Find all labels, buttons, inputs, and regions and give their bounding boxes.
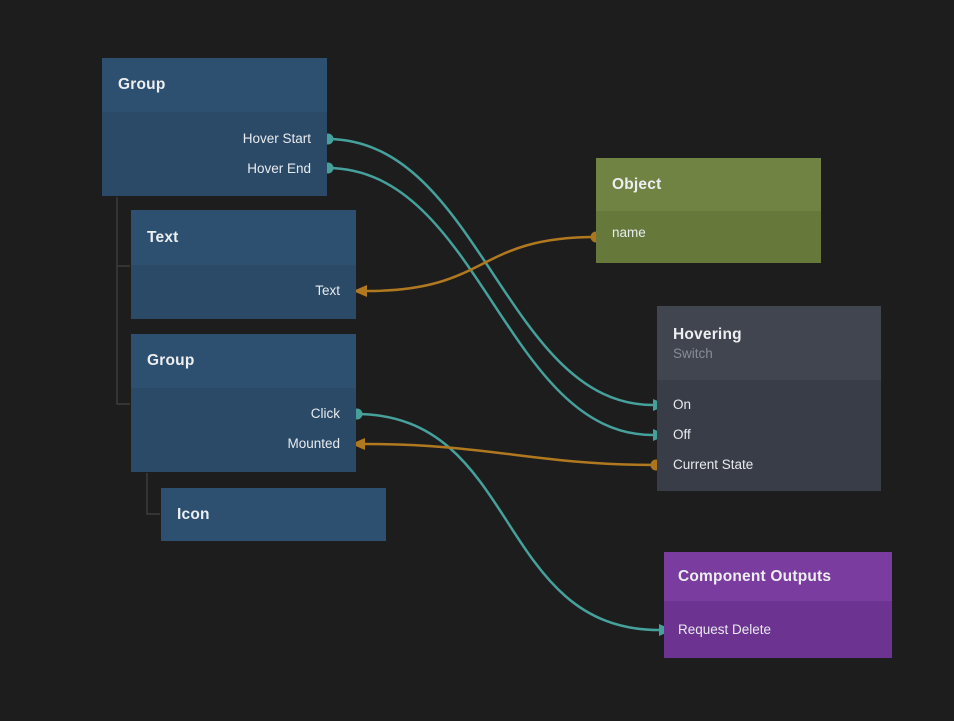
node-object[interactable]: Object name [596,158,821,263]
hierarchy-line-grouptop-groupmid [116,197,130,405]
node-text-body: Text [131,265,356,319]
port-row-current-state[interactable]: Current State [673,457,754,472]
node-group-mid-body: Click Mounted [131,388,356,472]
node-icon-header[interactable]: Icon [161,488,386,541]
node-icon[interactable]: Icon [161,488,386,541]
node-group-top-body: Hover Start Hover End [102,112,327,196]
port-row-hover-end[interactable]: Hover End [247,161,311,176]
node-group-mid[interactable]: Group Click Mounted [131,334,356,472]
hierarchy-line-groupmid-icon [146,473,160,515]
node-group-mid-header[interactable]: Group [131,334,356,388]
node-component-outputs[interactable]: Component Outputs Request Delete [664,552,892,658]
port-row-off[interactable]: Off [673,427,691,442]
node-text[interactable]: Text Text [131,210,356,319]
node-object-header[interactable]: Object [596,158,821,211]
port-row-request-delete[interactable]: Request Delete [678,622,772,637]
node-title: Text [147,228,179,246]
node-title: Group [147,352,195,369]
node-text-header[interactable]: Text [131,210,356,265]
node-title: Hovering [673,325,742,343]
node-component-outputs-header[interactable]: Component Outputs [664,552,892,601]
node-hovering-header[interactable]: Hovering Switch [657,306,881,380]
node-title: Component Outputs [678,567,832,585]
node-title: Icon [177,505,210,523]
port-row-text[interactable]: Text [315,283,340,298]
node-hovering-body: On Off Current State [657,380,881,491]
port-row-on[interactable]: On [673,397,692,412]
port-row-hover-start[interactable]: Hover Start [242,131,311,146]
node-group-top[interactable]: Group Hover Start Hover End [102,58,327,196]
node-component-outputs-body: Request Delete [664,601,892,658]
node-title: Object [612,175,662,193]
port-row-click[interactable]: Click [310,406,340,421]
wire-click-to-requestdelete[interactable] [355,412,660,632]
node-group-top-header[interactable]: Group [102,58,327,112]
node-subtitle: Switch [673,345,713,361]
node-title: Group [118,76,166,93]
wire-currentstate-to-mounted[interactable] [364,442,658,467]
port-row-name[interactable]: name [612,225,646,240]
node-hovering[interactable]: Hovering Switch On Off Current State [657,306,881,491]
port-row-mounted[interactable]: Mounted [287,436,340,451]
node-object-body: name [596,211,821,263]
wire-name-to-text[interactable] [366,235,597,293]
